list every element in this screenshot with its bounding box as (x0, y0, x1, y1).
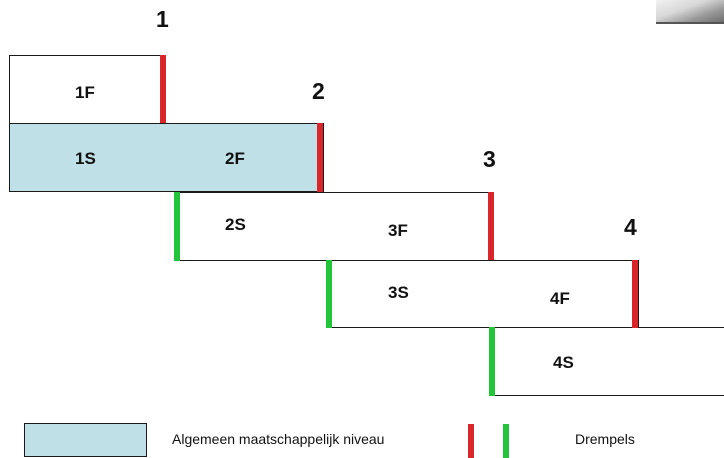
block-1f (9, 55, 166, 125)
level-number-1: 1 (156, 6, 169, 32)
block-2s-label: 2S (225, 215, 246, 234)
block-4s-label: 4S (553, 353, 574, 372)
block-2s-3f (174, 192, 494, 261)
legend-red-swatch (468, 424, 474, 458)
legend-level-swatch (24, 423, 147, 457)
block-4s (489, 327, 724, 396)
threshold-red-bar-4 (632, 260, 638, 328)
level-number-3: 3 (483, 146, 496, 172)
block-3f-label: 3F (388, 221, 408, 240)
threshold-red-bar-2 (317, 123, 323, 192)
threshold-red-bar-1 (160, 55, 166, 123)
corner-photo (656, 0, 724, 24)
block-1f-label: 1F (75, 83, 95, 102)
block-1s-label: 1S (75, 149, 96, 168)
block-3s-label: 3S (388, 283, 409, 302)
level-number-4: 4 (624, 214, 637, 240)
block-1s-2f (9, 123, 324, 192)
legend-threshold-label: Drempels (575, 431, 635, 447)
block-3s-4f (326, 260, 639, 328)
block-4f-label: 4F (550, 289, 570, 308)
threshold-green-bar-1 (174, 192, 180, 261)
legend-green-swatch (503, 424, 509, 458)
block-2f-label: 2F (225, 149, 245, 168)
threshold-green-bar-3 (489, 327, 495, 396)
legend-level-label: Algemeen maatschappelijk niveau (172, 431, 385, 447)
threshold-green-bar-2 (326, 260, 332, 328)
level-number-2: 2 (312, 78, 325, 104)
threshold-red-bar-3 (488, 192, 494, 260)
